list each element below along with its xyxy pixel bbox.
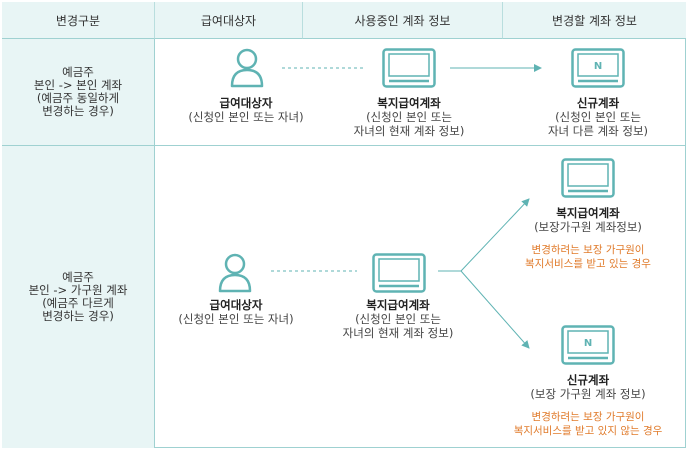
arrow-branch-up <box>460 198 530 272</box>
note-line: 복지서비스를 받고 있지 않는 경우 <box>513 425 663 437</box>
current-account-sub: (신청인 본인 또는 <box>355 312 441 326</box>
new-badge: N <box>594 61 602 72</box>
note-line: 변경하려는 보장 가구원이 <box>531 244 645 256</box>
new-account-label: 신규계좌 (보장 가구원 계좌 정보) <box>530 373 645 401</box>
new-account-note: 변경하려는 보장 가구원이 복지서비스를 받고 있지 않는 경우 <box>514 410 663 438</box>
header-recipient: 급여대상자 <box>155 2 303 39</box>
recipient-title: 급여대상자 <box>219 96 273 110</box>
current-account-label: 복지급여계좌 (신청인 본인 또는 자녀의 현재 계좌 정보) <box>354 96 465 138</box>
row1-label-line: (예금주 동일하게 <box>36 91 120 105</box>
recipient-title: 급여대상자 <box>209 298 263 312</box>
new-badge: N <box>584 338 592 349</box>
recipient-sub: (신청인 본인 또는 자녀) <box>178 312 294 326</box>
header-current-account: 사용중인 계좌 정보 <box>303 2 503 39</box>
current-account-title: 복지급여계좌 <box>366 298 430 312</box>
note-line: 변경하려는 보장 가구원이 <box>531 411 645 423</box>
row1-label-line: 예금주 <box>62 65 94 79</box>
row1-label-line: 변경하는 경우) <box>42 104 114 118</box>
household-account-title: 복지급여계좌 <box>556 206 620 220</box>
row-label-different-holder: 예금주 본인 -> 가구원 계좌 (예금주 다르게 변경하는 경우) <box>2 146 155 448</box>
row-label-same-holder: 예금주 본인 -> 본인 계좌 (예금주 동일하게 변경하는 경우) <box>2 39 155 145</box>
new-account-card-icon: N <box>561 325 615 365</box>
household-account-sub: (보장가구원 계좌정보) <box>534 220 642 234</box>
row2-label-line: 예금주 <box>62 270 94 284</box>
person-icon <box>230 48 264 88</box>
person-icon <box>218 253 252 293</box>
recipient-sub: (신청인 본인 또는 자녀) <box>188 110 304 124</box>
new-account-title: 신규계좌 <box>576 96 620 110</box>
row2-label-line: (예금주 다르게 <box>42 296 114 310</box>
account-card-icon <box>382 48 436 88</box>
household-account-label: 복지급여계좌 (보장가구원 계좌정보) <box>534 206 642 234</box>
recipient-label: 급여대상자 (신청인 본인 또는 자녀) <box>178 298 293 326</box>
household-account-card-icon <box>561 158 615 198</box>
row1-label-line: 본인 -> 본인 계좌 <box>33 78 123 92</box>
new-account-label: 신규계좌 (신청인 본인 또는 자녀 다른 계좌 정보) <box>548 96 648 138</box>
note-line: 복지서비스를 받고 있는 경우 <box>525 258 651 270</box>
current-account-sub: 자녀의 현재 계좌 정보) <box>353 124 465 138</box>
header-new-account: 변경할 계좌 정보 <box>503 2 686 39</box>
new-account-sub: 자녀 다른 계좌 정보) <box>547 124 649 138</box>
new-account-sub: (보장 가구원 계좌 정보) <box>530 387 646 401</box>
household-account-note: 변경하려는 보장 가구원이 복지서비스를 받고 있는 경우 <box>525 243 651 271</box>
current-account-label: 복지급여계좌 (신청인 본인 또는 자녀의 현재 계좌 정보) <box>343 298 454 340</box>
row-divider <box>2 145 686 146</box>
new-account-title: 신규계좌 <box>566 373 610 387</box>
arrow-branch-down <box>460 270 530 349</box>
row2-label-line: 변경하는 경우) <box>42 309 114 323</box>
current-account-sub: (신청인 본인 또는 <box>366 110 452 124</box>
header-change-type: 변경구분 <box>2 2 155 39</box>
current-account-title: 복지급여계좌 <box>377 96 441 110</box>
current-account-sub: 자녀의 현재 계좌 정보) <box>342 326 454 340</box>
new-account-card-icon: N <box>571 48 625 88</box>
recipient-label: 급여대상자 (신청인 본인 또는 자녀) <box>188 96 303 124</box>
new-account-sub: (신청인 본인 또는 <box>555 110 641 124</box>
row2-label-line: 본인 -> 가구원 계좌 <box>28 283 128 297</box>
account-card-icon <box>372 253 426 293</box>
